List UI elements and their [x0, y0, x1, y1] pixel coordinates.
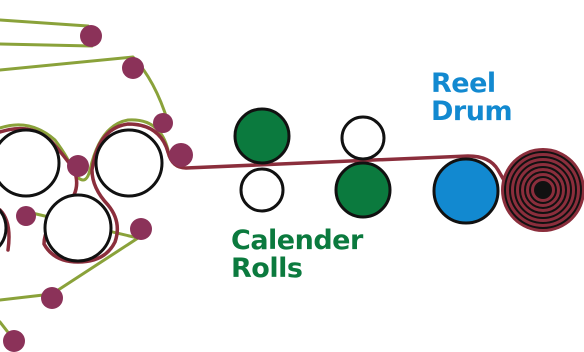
calender-roll-1-bottom [239, 167, 285, 213]
press-rolls [0, 128, 164, 263]
reel-drum-label-line-1: Reel [431, 68, 496, 99]
reel-drum [432, 157, 500, 225]
guide-roll-bottom [41, 287, 63, 309]
calender-roll-2-bottom [334, 161, 392, 219]
calender-roll-1-top [233, 107, 291, 165]
guide-roll-lower-right [130, 218, 152, 240]
parent-roll-spiral-icon [501, 148, 584, 232]
guide-roll-left [16, 206, 36, 226]
calender-rolls-label: Calender Rolls [231, 227, 363, 283]
felt-top-line-1 [0, 18, 90, 28]
parent-roll-core [534, 181, 552, 199]
press-roll-lower [43, 193, 113, 263]
reel-drum-label-line-2: Drum [431, 96, 513, 127]
calender-rolls-label-line-2: Rolls [231, 253, 303, 284]
press-roll-upper-left [0, 128, 61, 198]
press-roll-upper-right [94, 128, 164, 198]
guide-roll-top-1 [80, 25, 102, 47]
guide-roll-top-2 [122, 57, 144, 79]
guide-roll-corner [3, 330, 25, 352]
press-roll-left-edge [0, 208, 8, 248]
calender-stack-1 [233, 107, 291, 213]
guide-roll-mid-1 [153, 113, 173, 133]
calender-roll-2-top [340, 115, 386, 161]
guide-roll-center [67, 155, 89, 177]
felt-press-wrap [0, 118, 170, 182]
guide-roll-mid-2 [169, 143, 193, 167]
felt-top-line-2 [0, 42, 94, 48]
calender-rolls-label-line-1: Calender [231, 225, 363, 256]
calender-stack-2 [334, 115, 392, 219]
reel-drum-label: Reel Drum [431, 68, 513, 127]
guide-rolls [3, 25, 193, 352]
